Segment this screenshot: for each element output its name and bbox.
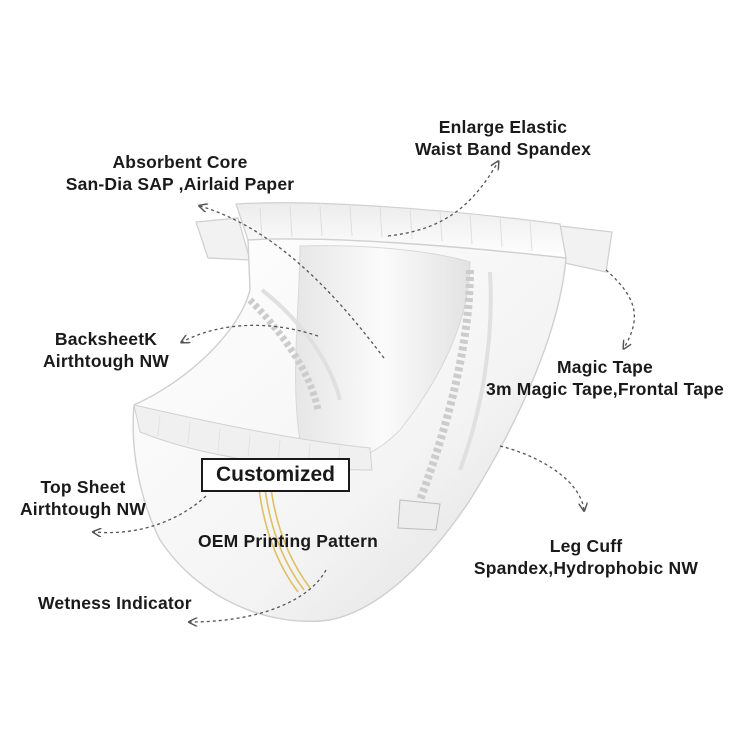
magic-tape-line2: 3m Magic Tape,Frontal Tape xyxy=(486,379,724,399)
inner-core xyxy=(295,245,471,462)
waist-band-line2: Waist Band Spandex xyxy=(414,139,592,159)
label-waist-band: Enlarge Elastic Waist Band Spandex xyxy=(400,116,606,160)
absorbent-core-line2: San-Dia SAP ,Airlaid Paper xyxy=(65,174,295,194)
customized-badge: Customized xyxy=(201,458,350,492)
label-wetness-indicator: Wetness Indicator xyxy=(38,593,192,613)
wetness-indicator-stripes xyxy=(257,479,311,593)
arrow-leg-cuff xyxy=(499,445,584,510)
arrow-wetness xyxy=(190,569,327,622)
left-side-tab xyxy=(195,217,251,261)
label-magic-tape: Magic Tape 3m Magic Tape,Frontal Tape xyxy=(468,356,742,400)
diaper-illustration xyxy=(132,202,613,622)
leg-cuff-line2: Spandex,Hydrophobic NW xyxy=(473,558,699,578)
arrow-backsheet xyxy=(182,324,319,342)
magic-tape-line1: Magic Tape xyxy=(556,357,653,377)
frontal-tape xyxy=(397,499,441,531)
leg-cuff-line1: Leg Cuff xyxy=(549,536,623,556)
label-absorbent-core: Absorbent Core San-Dia SAP ,Airlaid Pape… xyxy=(60,151,300,195)
label-top-sheet: Top Sheet Airthtough NW xyxy=(8,476,158,520)
arrow-magic-tape xyxy=(605,269,636,348)
backsheet-line1: BacksheetK xyxy=(54,329,158,349)
front-waist xyxy=(133,404,373,471)
right-leg-gather xyxy=(416,269,474,502)
right-side-tab xyxy=(559,225,613,273)
absorbent-core-line1: Absorbent Core xyxy=(112,152,248,172)
leader-arrows xyxy=(94,162,636,622)
label-leg-cuff: Leg Cuff Spandex,Hydrophobic NW xyxy=(456,535,716,579)
backsheet-line2: Airthtough NW xyxy=(42,351,170,371)
waist-band-line1: Enlarge Elastic xyxy=(438,117,568,137)
arrow-waist-band xyxy=(387,162,498,237)
label-backsheet: BacksheetK Airthtough NW xyxy=(28,328,184,372)
arrow-absorbent-core xyxy=(200,206,385,359)
top-sheet-line1: Top Sheet xyxy=(40,477,126,497)
label-oem-printing: OEM Printing Pattern xyxy=(198,531,378,551)
top-sheet-line2: Airthtough NW xyxy=(19,499,147,519)
left-leg-gather xyxy=(247,297,322,411)
arrow-top-sheet xyxy=(94,495,207,533)
